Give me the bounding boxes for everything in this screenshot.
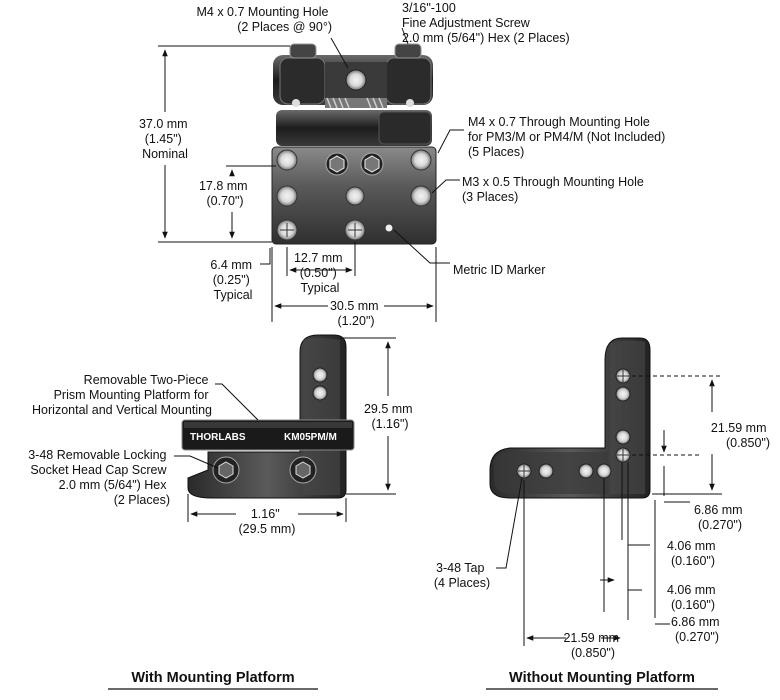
caption-with-platform: With Mounting Platform [131, 670, 294, 686]
dim-30-5: 30.5 mm (1.20") [330, 299, 382, 328]
dim-1-16: 1.16" (29.5 mm) [239, 507, 296, 536]
callout-locking-screw: 3-48 Removable Locking Socket Head Cap S… [28, 448, 170, 507]
top-view [158, 27, 464, 322]
adjustment-screw-knob [394, 43, 422, 59]
engraving-brand: THORLABS [190, 432, 246, 443]
callout-3-48-tap: 3-48 Tap (4 Places) [434, 561, 490, 590]
dim-4-06-a: 4.06 mm (0.160") [667, 539, 719, 568]
dim-21-59-horizontal: 21.59 mm (0.850") [563, 631, 622, 660]
dim-4-06-b: 4.06 mm (0.160") [667, 583, 719, 612]
dim-height-37: 37.0 mm (1.45") Nominal [139, 117, 191, 161]
dim-29-5: 29.5 mm (1.16") [364, 402, 416, 431]
dim-6-4: 6.4 mm (0.25") Typical [210, 258, 255, 302]
callout-adjustment-screw: 3/16"-100 Fine Adjustment Screw 2.0 mm (… [402, 1, 570, 45]
right-view [489, 337, 722, 646]
m4-mounting-hole [345, 69, 367, 91]
engraving-model: KM05PM/M [284, 432, 337, 443]
dim-17-8: 17.8 mm (0.70") [199, 179, 251, 208]
dim-21-59-vertical: 21.59 mm (0.850") [711, 421, 770, 450]
callout-m4-hole: M4 x 0.7 Mounting Hole (2 Places @ 90°) [197, 5, 333, 34]
dim-6-86-b: 6.86 mm (0.270") [671, 615, 723, 644]
dim-6-86-a: 6.86 mm (0.270") [694, 503, 746, 532]
callout-platform: Removable Two-Piece Prism Mounting Platf… [32, 373, 212, 417]
callout-metric-id: Metric ID Marker [453, 263, 545, 277]
left-view: THORLABS KM05PM/M [174, 334, 396, 522]
callout-m4-through-hole: M4 x 0.7 Through Mounting Hole for PM3/M… [468, 115, 669, 159]
callout-m3-through-hole: M3 x 0.5 Through Mounting Hole (3 Places… [462, 175, 647, 204]
metric-id-marker [384, 223, 394, 233]
caption-without-platform: Without Mounting Platform [509, 670, 695, 686]
dim-12-7: 12.7 mm (0.50") Typical [294, 251, 346, 295]
adjustment-screw-knob [289, 43, 317, 59]
